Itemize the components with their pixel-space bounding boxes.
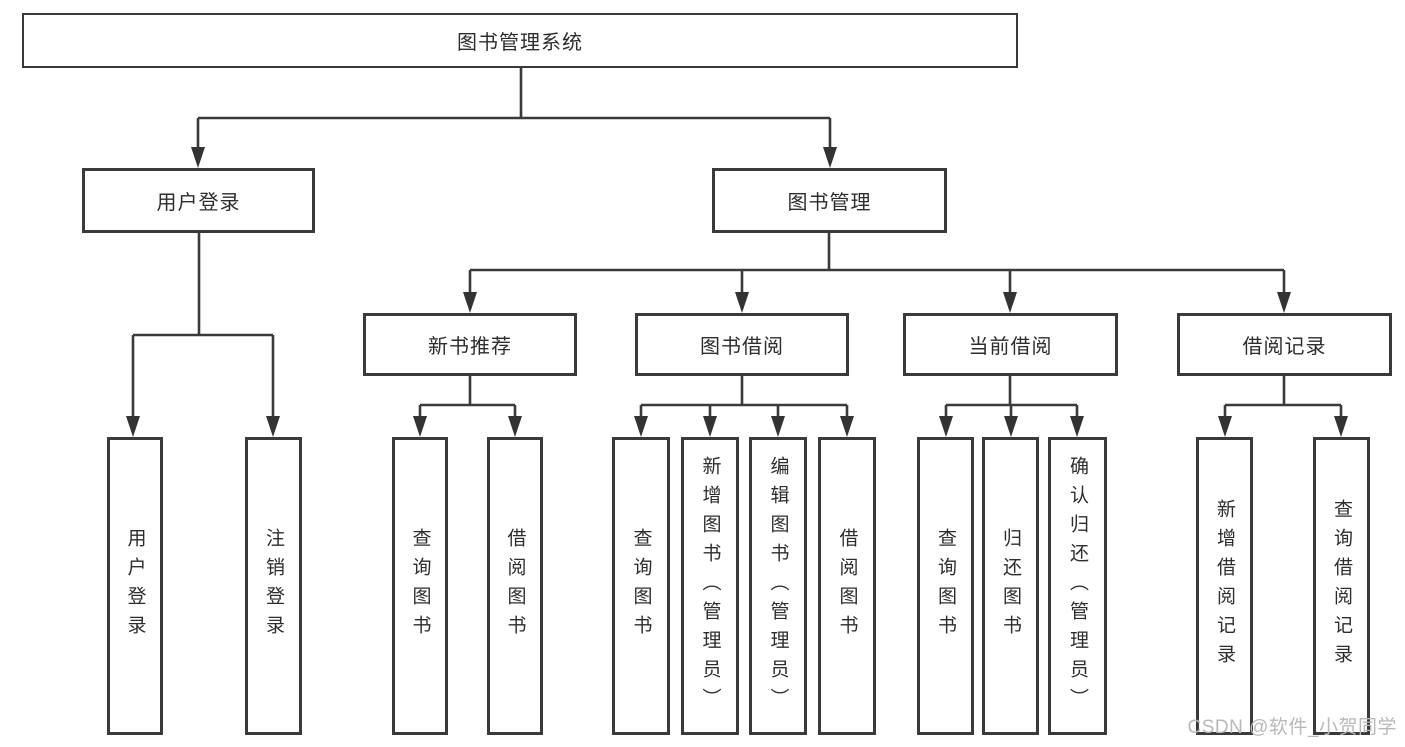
leaf-newbooks-query-label: 查询图书 — [409, 528, 431, 644]
leaf-bookborrow-edit-admin-label: 编辑图书（管理员） — [767, 455, 789, 717]
node-book-management-label: 图书管理 — [787, 192, 872, 214]
leaf-bookborrow-borrow: 借阅图书 — [818, 437, 876, 735]
leaf-newbooks-borrow-label: 借阅图书 — [504, 528, 526, 644]
leaf-bookborrow-add-admin-label: 新增图书（管理员） — [699, 455, 721, 717]
node-root-label: 图书管理系统 — [457, 32, 583, 54]
node-new-book-recommend-label: 新书推荐 — [428, 336, 512, 358]
leaf-newbooks-query: 查询图书 — [392, 437, 448, 735]
connector-currentborrow-to-leaves — [939, 376, 1084, 437]
leaf-bookborrow-query: 查询图书 — [612, 437, 670, 735]
connector-newbooks-to-leaves — [413, 376, 522, 437]
leaf-records-add-label: 新增借阅记录 — [1214, 499, 1235, 673]
node-borrow-records-label: 借阅记录 — [1242, 336, 1327, 358]
csdn-watermark: CSDN @软件_小贺同学 — [1187, 717, 1397, 738]
connector-userlogin-to-leaves — [126, 233, 280, 437]
leaf-currentborrow-query: 查询图书 — [917, 437, 974, 735]
node-borrow-records: 借阅记录 — [1177, 313, 1392, 376]
connector-bookmgmt-to-level3 — [463, 233, 1291, 313]
leaf-currentborrow-confirm-admin: 确认归还（管理员） — [1048, 437, 1107, 735]
connector-borrowrecords-to-leaves — [1218, 376, 1348, 437]
node-book-borrow: 图书借阅 — [635, 313, 849, 376]
leaf-currentborrow-return: 归还图书 — [982, 437, 1039, 735]
leaf-currentborrow-confirm-admin-label: 确认归还（管理员） — [1067, 455, 1088, 717]
leaf-bookborrow-borrow-label: 借阅图书 — [836, 528, 858, 644]
leaf-newbooks-borrow: 借阅图书 — [487, 437, 543, 735]
leaf-records-add: 新增借阅记录 — [1196, 437, 1253, 735]
connector-bookborrow-to-leaves — [634, 376, 854, 437]
leaf-user-login: 用户登录 — [107, 437, 163, 735]
leaf-bookborrow-edit-admin: 编辑图书（管理员） — [749, 437, 807, 735]
node-book-management: 图书管理 — [712, 168, 947, 233]
leaf-user-login-label: 用户登录 — [124, 528, 146, 644]
node-user-login-label: 用户登录 — [156, 192, 241, 214]
leaf-logout-label: 注销登录 — [263, 528, 284, 644]
leaf-currentborrow-query-label: 查询图书 — [935, 528, 956, 644]
connector-root-to-level2 — [191, 68, 837, 168]
node-user-login: 用户登录 — [82, 168, 315, 233]
node-current-borrow: 当前借阅 — [903, 313, 1118, 376]
leaf-bookborrow-query-label: 查询图书 — [630, 528, 652, 644]
leaf-records-query: 查询借阅记录 — [1313, 437, 1370, 735]
node-root: 图书管理系统 — [22, 13, 1018, 68]
leaf-records-query-label: 查询借阅记录 — [1331, 499, 1352, 673]
node-book-borrow-label: 图书借阅 — [700, 336, 784, 358]
leaf-bookborrow-add-admin: 新增图书（管理员） — [681, 437, 739, 735]
node-current-borrow-label: 当前借阅 — [968, 336, 1053, 358]
leaf-logout: 注销登录 — [245, 437, 302, 735]
node-new-book-recommend: 新书推荐 — [363, 313, 577, 376]
leaf-currentborrow-return-label: 归还图书 — [1000, 528, 1021, 644]
